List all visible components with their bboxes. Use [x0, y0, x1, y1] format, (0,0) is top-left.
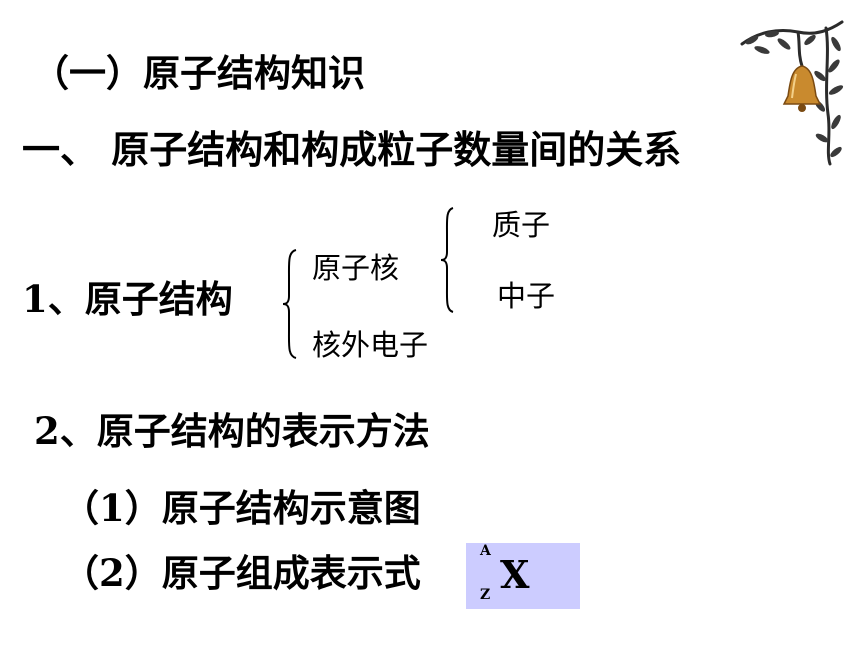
section-heading: （一）原子结构知识: [32, 51, 365, 95]
nucleus-label: 原子核: [312, 251, 400, 285]
item-1-label: 1、原子结构: [22, 277, 233, 321]
bell-icon: [740, 20, 844, 166]
proton-label: 质子: [492, 208, 551, 242]
item-2-label: 2、原子结构的表示方法: [34, 409, 430, 453]
atomic-number: Z: [480, 587, 491, 603]
mass-number: A: [480, 543, 491, 559]
inner-brace-icon: [440, 207, 454, 313]
sub-item-2: （2）原子组成表示式: [62, 551, 421, 595]
outer-brace-icon: [282, 249, 297, 359]
electrons-label: 核外电子: [312, 328, 429, 362]
nuclide-notation: A Z X: [466, 543, 580, 609]
element-symbol: X: [500, 552, 530, 597]
neutron-label: 中子: [497, 279, 556, 313]
sub-item-1: （1）原子结构示意图: [62, 486, 421, 530]
main-heading: 一、 原子结构和构成粒子数量间的关系: [22, 127, 682, 172]
